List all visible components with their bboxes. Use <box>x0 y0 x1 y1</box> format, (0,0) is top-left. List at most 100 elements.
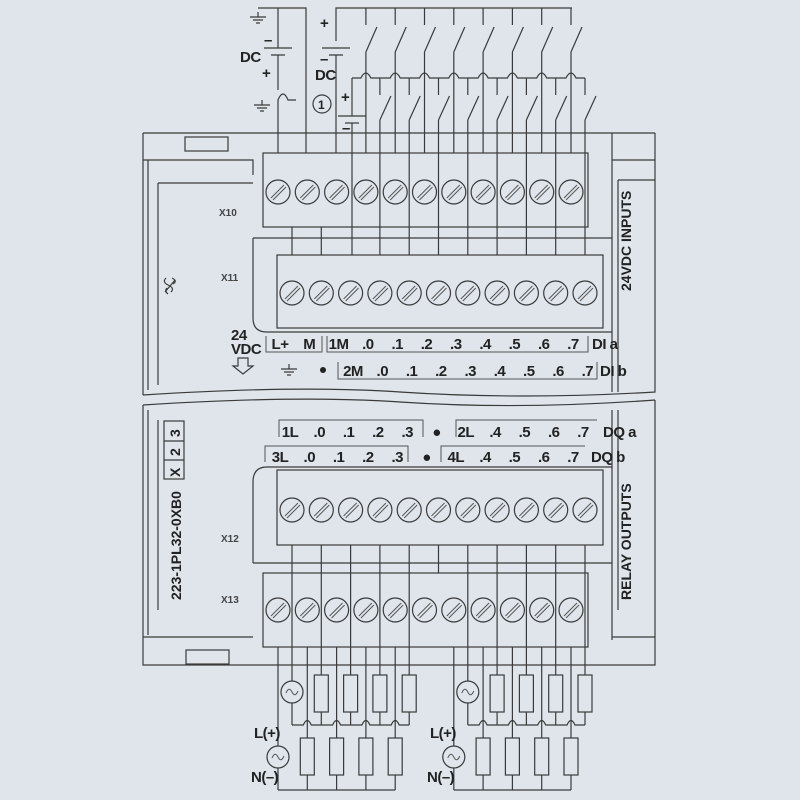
dq-a-terminal-label: .4 <box>489 424 502 441</box>
wire <box>277 93 296 153</box>
bracket <box>265 336 589 353</box>
switch-icon <box>482 26 495 53</box>
wire <box>352 72 585 79</box>
di-b-terminal-label: .4 <box>494 363 507 380</box>
switch-icon <box>541 26 554 53</box>
ac-source-icon <box>456 680 480 704</box>
di-b-terminal-label: .0 <box>377 363 389 380</box>
switch-icon <box>408 95 421 121</box>
wire <box>467 719 585 726</box>
dq-b-terminal-label: .6 <box>538 449 550 466</box>
di-a-terminal-label: .3 <box>450 336 462 353</box>
screw-terminal-icon <box>499 597 526 623</box>
screw-terminals <box>265 179 598 623</box>
di-a-terminal-label: .6 <box>538 336 550 353</box>
di-a-terminal-label: L+ <box>272 336 290 353</box>
screw-terminal-icon <box>484 497 510 523</box>
screw-terminal-icon <box>382 597 408 623</box>
screw-terminal-icon <box>529 179 555 205</box>
switch-icon <box>570 26 583 53</box>
dq-a-terminal-label: 1L <box>282 424 299 441</box>
screw-terminal-icon <box>441 597 467 623</box>
ac-source-icon <box>442 745 466 769</box>
supply-2-minus: – <box>320 51 328 68</box>
screw-terminal-icon <box>572 497 598 523</box>
di-b-terminal-label: .1 <box>406 363 418 380</box>
di-a-terminal-label: .0 <box>362 336 374 353</box>
switch-icon <box>365 26 378 53</box>
dq-a-terminal-label: .1 <box>343 424 355 441</box>
bracket <box>337 362 598 380</box>
load-icon <box>548 674 564 713</box>
screw-terminal-icon <box>265 179 291 205</box>
supply-2-label: DC <box>315 67 336 84</box>
ground-icon <box>254 100 270 112</box>
switch-icon <box>423 26 437 53</box>
ground-icon <box>281 364 297 376</box>
screw-terminal-icon <box>411 597 438 623</box>
battery-icon <box>322 47 350 56</box>
load-icon <box>504 737 520 776</box>
screw-terminal-icon <box>543 280 569 306</box>
screw-terminal-icon <box>338 497 364 523</box>
load-icon <box>518 674 535 713</box>
screw-terminal-icon <box>470 179 496 205</box>
slot-2: 2 <box>167 448 183 456</box>
screw-terminal-icon <box>455 497 481 523</box>
dq-b-terminal-label: .2 <box>362 449 374 466</box>
dq-b-terminal-label: 4L <box>448 449 465 466</box>
load-icon <box>475 737 491 776</box>
load-icon <box>299 737 315 776</box>
switch-icon <box>525 95 538 121</box>
inputs-title: 24VDC INPUTS <box>618 191 634 291</box>
screw-terminal-icon <box>396 497 422 523</box>
supply-1-label: DC <box>240 49 261 66</box>
load-icon <box>534 737 550 776</box>
switch-icon <box>496 95 509 121</box>
switch-icon <box>467 95 480 121</box>
load-icon <box>577 674 593 713</box>
left-neutral-label: N(–) <box>251 769 279 786</box>
left-line-label: L(+) <box>254 725 280 742</box>
dq-b-terminal-label: 3L <box>272 449 289 466</box>
slot-x: X <box>167 467 183 477</box>
ac-source-icon <box>280 680 304 704</box>
supply-1-minus: – <box>264 32 272 49</box>
connector-x10-label: X10 <box>219 208 237 219</box>
screw-terminal-icon <box>558 597 584 623</box>
switch-icon <box>453 26 466 53</box>
dq-a-terminal-label: .0 <box>314 424 326 441</box>
dq-a-terminal-label: ● <box>432 424 441 441</box>
di-a-terminal-label: .5 <box>509 336 521 353</box>
dq-b-terminal-label: ● <box>422 449 431 466</box>
screw-terminal-icon <box>484 280 510 306</box>
screw-terminal-icon <box>513 497 540 523</box>
slot-label: X 2 3 <box>163 420 185 480</box>
di-b-terminal-label: .3 <box>464 363 476 380</box>
screw-terminal-icon <box>367 497 393 523</box>
load-icon <box>387 737 403 776</box>
screw-terminal-icon <box>411 179 438 205</box>
outputs-title: RELAY OUTPUTS <box>618 483 634 600</box>
screw-terminal-icon <box>353 179 379 205</box>
right-line-label: L(+) <box>430 725 456 742</box>
screw-terminal-icon <box>324 597 350 623</box>
power-arrow-icon <box>231 357 255 375</box>
screw-terminal-icon <box>543 497 569 523</box>
switch-icon <box>379 95 392 121</box>
load-icon <box>372 674 388 713</box>
screw-terminal-icon <box>382 179 408 205</box>
di-a-terminal-label: M <box>303 336 315 353</box>
di-a-terminal-label: .4 <box>479 336 492 353</box>
power-label-line2: VDC <box>231 341 262 358</box>
supply-3-minus: – <box>342 120 350 137</box>
screw-terminal-icon <box>338 280 364 306</box>
di-b-terminal-label: .2 <box>435 363 447 380</box>
connector-x13-label: X13 <box>221 595 239 606</box>
module-housing <box>142 132 656 666</box>
part-number: 223-1PL32-0XB0 <box>168 491 184 600</box>
dq-b-terminal-label: .4 <box>479 449 492 466</box>
screw-terminal-icon <box>308 497 334 523</box>
load-icon <box>563 737 579 776</box>
